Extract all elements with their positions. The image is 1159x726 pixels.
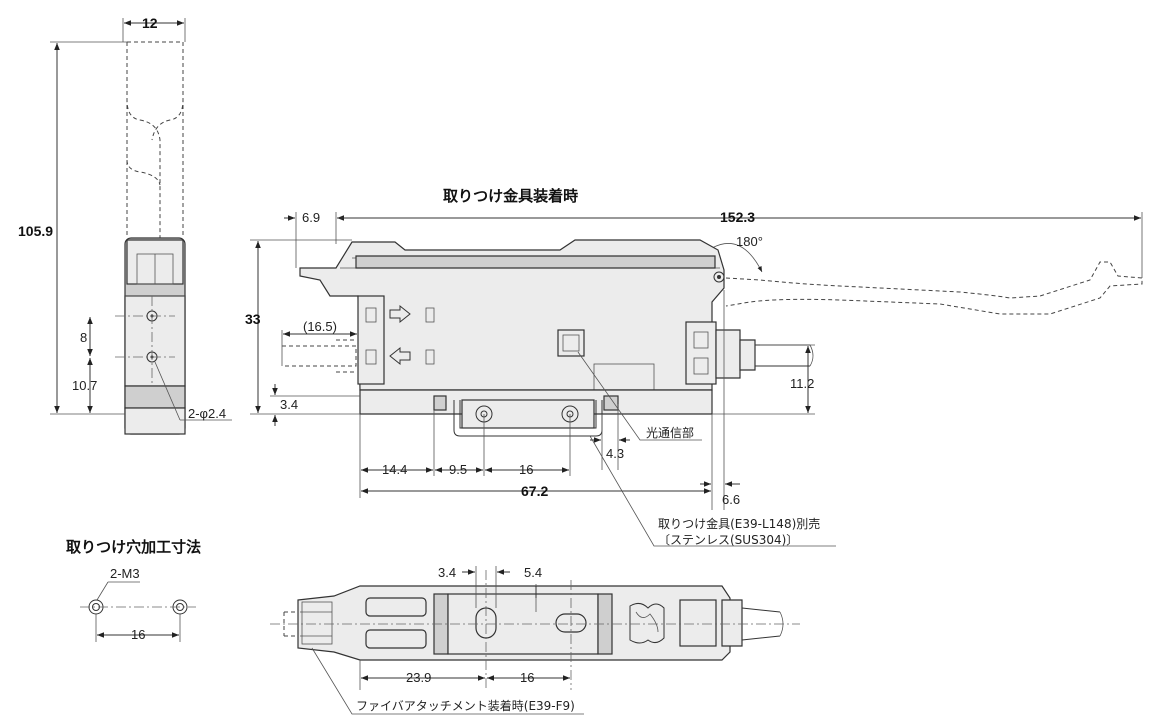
note-bracket-1: 取りつけ金具(E39-L148)別売 [658, 516, 820, 531]
note-light-comm: 光通信部 [646, 425, 694, 440]
dim-16-5: (16.5) [303, 319, 337, 334]
dim-4-3: 4.3 [606, 446, 624, 461]
dim-b-3-4: 3.4 [438, 565, 456, 580]
mounting-holes-view: 取りつけ穴加工寸法 2-M3 16 [66, 538, 201, 642]
dim-14-4: 14.4 [382, 462, 407, 477]
left-connector [357, 295, 385, 385]
dim-hole-dia: 2-φ2.4 [188, 406, 226, 421]
dim-33: 33 [245, 311, 261, 327]
bottom-view: 3.4 5.4 23.9 16 ファイバアタッチメント装着時(E39-F9) [270, 565, 800, 715]
dim-side-height: 105.9 [18, 223, 53, 239]
title-with-bracket: 取りつけ金具装着時 [443, 187, 578, 205]
dim-b-23-9: 23.9 [406, 670, 431, 685]
dim-hole-pitch: 8 [80, 330, 87, 345]
dim-hole-height: 10.7 [72, 378, 97, 393]
dim-b-16: 16 [520, 670, 534, 685]
dim-6-6: 6.6 [722, 492, 740, 507]
note-fiber-attach: ファイバアタッチメント装着時(E39-F9) [356, 698, 575, 713]
dim-16a: 16 [519, 462, 533, 477]
front-view: 取りつけ金具装着時 180° [245, 187, 1143, 547]
dim-b-5-4: 5.4 [524, 565, 542, 580]
dim-side-width: 12 [142, 15, 158, 31]
dim-11-2: 11.2 [790, 376, 814, 391]
dim-9-5: 9.5 [449, 462, 467, 477]
dim-6-9: 6.9 [302, 210, 320, 225]
note-bracket-2: 〔ステンレス(SUS304)〕 [658, 533, 798, 547]
dim-mh-16: 16 [131, 627, 145, 642]
dim-angle: 180° [736, 234, 763, 249]
light-comm-window [557, 329, 585, 357]
side-view: 12 105.9 8 10.7 2-φ2.4 [18, 15, 232, 435]
dim-152-3: 152.3 [720, 209, 755, 225]
note-holes: 2-M3 [110, 566, 140, 581]
title-mount-holes: 取りつけ穴加工寸法 [66, 538, 201, 556]
dim-67-2: 67.2 [521, 483, 548, 499]
dim-3-4: 3.4 [280, 397, 298, 412]
